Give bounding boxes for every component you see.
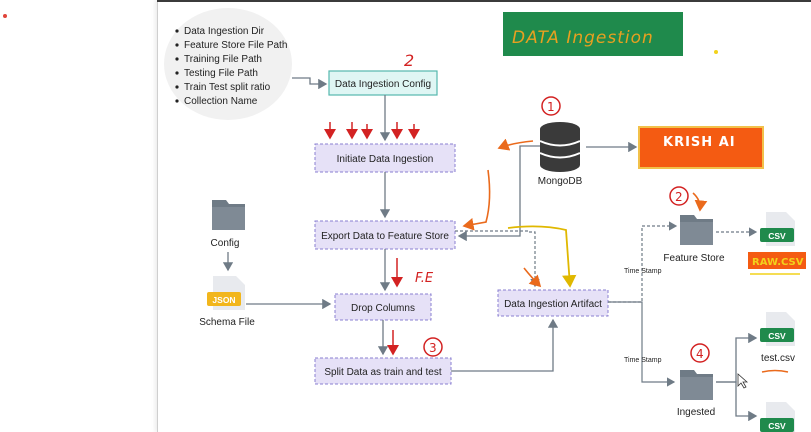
initiate-box-label: Initiate Data Ingestion [337, 154, 434, 165]
schema-label: Schema File [199, 317, 255, 328]
raw-csv-highlight [748, 252, 806, 269]
split-box-label: Split Data as train and test [324, 367, 442, 378]
arrow-ingested-train [716, 332, 758, 383]
arrow-split-artifact [451, 318, 559, 372]
bullet-list: Data Ingestion Dir Feature Store File Pa… [175, 26, 287, 107]
config-box[interactable] [328, 70, 438, 96]
export-box[interactable] [314, 220, 456, 250]
arrow-artifact-ingested [608, 301, 676, 387]
config-box-label: Data Ingestion Config [335, 79, 431, 90]
annotation-circle-3 [423, 337, 443, 357]
arrow-artifact-featurestore [608, 221, 678, 303]
annotation-step-2-featurestore: 2 [675, 190, 683, 204]
artifact-box-label: Data Ingestion Artifact [504, 299, 602, 310]
test-csv-label: test.csv [761, 353, 795, 364]
drop-box-label: Drop Columns [351, 303, 415, 314]
csv-file-icon: CSV [760, 312, 795, 346]
annotation-fe: F.E [415, 271, 434, 286]
bullet-item: Train Test split ratio [184, 82, 271, 93]
csv-badge: CSV [768, 231, 786, 241]
bullet-item: Collection Name [184, 96, 258, 107]
bullet-item: Feature Store File Path [184, 40, 287, 51]
red-pen-arrows [324, 122, 420, 140]
arrow-export-artifact [455, 230, 540, 288]
mouse-cursor-icon [737, 373, 749, 389]
feature-store-label: Feature Store [663, 253, 725, 264]
orange-arrow-artifact [523, 267, 542, 288]
orange-underline [761, 369, 789, 373]
artifact-box[interactable] [497, 289, 609, 317]
ingested-label: Ingested [677, 407, 715, 418]
json-badge: JSON [212, 295, 235, 305]
title-banner [503, 12, 683, 56]
split-box[interactable] [314, 357, 452, 385]
brand-banner-text: KRISH AI [663, 135, 736, 150]
orange-arrow-mongo-left [497, 138, 534, 151]
bullet-item: Testing File Path [184, 68, 258, 79]
initiate-box[interactable] [314, 143, 456, 173]
annotation-circle-1 [541, 96, 561, 116]
top-border [157, 0, 811, 2]
arrow-mongo-export [457, 145, 540, 242]
orange-arrow-export [462, 169, 491, 231]
annotation-step-4: 4 [696, 347, 704, 361]
bullet-item: Training File Path [184, 54, 262, 65]
red-dot [3, 14, 7, 18]
orange-arrow-featurestore [692, 192, 708, 212]
annotation-step-3: 3 [429, 341, 437, 355]
timestamp-label-2: Time Stamp [624, 357, 662, 364]
mongodb-label: MongoDB [538, 176, 583, 187]
feature-store-folder-icon [680, 215, 713, 245]
export-box-label: Export Data to Feature Store [321, 231, 449, 242]
annotation-step-2-config: 2 [404, 51, 414, 70]
csv-file-icon: CSV [760, 212, 795, 246]
drop-box[interactable] [334, 293, 432, 321]
bullet-bubble [164, 8, 292, 120]
json-file-icon: JSON [207, 276, 245, 310]
title-banner-text: DATA Ingestion [512, 28, 654, 48]
brand-banner [638, 126, 764, 169]
timestamp-label-1: Time Stamp [624, 268, 662, 275]
raw-csv-text: RAW.CSV [752, 257, 804, 268]
left-panel [0, 0, 157, 432]
annotation-circle-4 [690, 343, 710, 363]
yellow-dot [714, 50, 718, 54]
arrow-ingested-test [716, 381, 758, 422]
bullet-item: Data Ingestion Dir [184, 26, 265, 37]
ingested-folder-icon [680, 370, 713, 400]
annotation-circle-2 [669, 186, 689, 206]
database-icon [539, 122, 581, 172]
csv-badge: CSV [768, 421, 786, 431]
arrow-bubble-config [292, 77, 328, 90]
yellow-arrow-artifact [507, 225, 577, 288]
config-label: Config [211, 238, 240, 249]
folder-icon [212, 200, 245, 230]
annotation-step-1: 1 [547, 100, 555, 114]
csv-file-icon: CSV [760, 402, 795, 432]
csv-badge: CSV [768, 331, 786, 341]
